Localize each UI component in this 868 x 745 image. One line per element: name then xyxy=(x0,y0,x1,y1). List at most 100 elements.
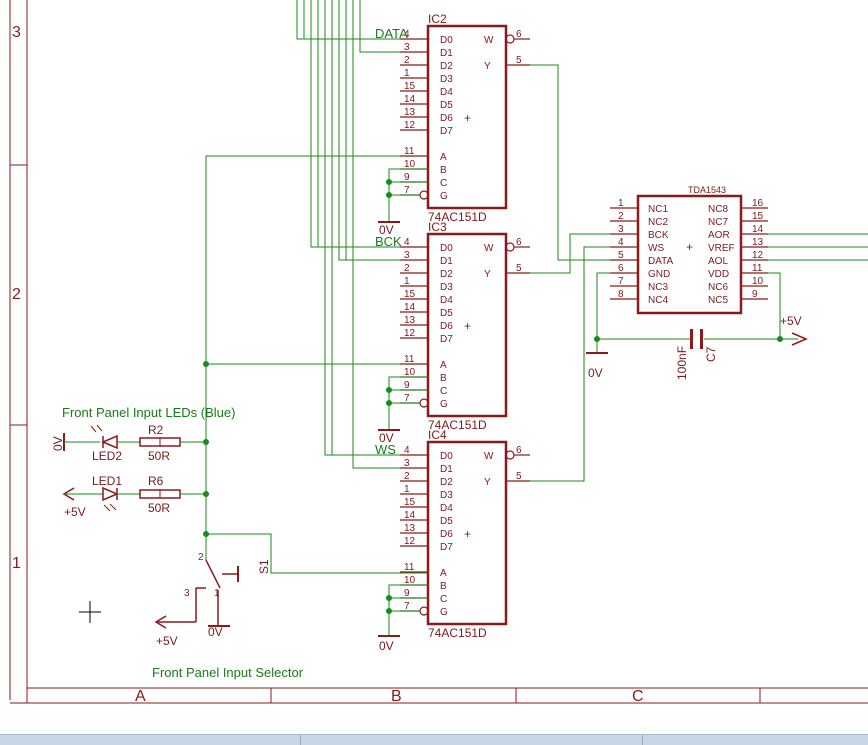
tda1543-symbol[interactable]: TDA1543 + xyxy=(636,185,743,315)
ic-pin-number: 7 xyxy=(404,393,410,404)
ic-pin-number: 7 xyxy=(404,601,410,612)
ic-pin-number: 15 xyxy=(404,497,416,508)
ic-pin-name: G xyxy=(440,399,448,410)
ic-pin-name: G xyxy=(440,191,448,202)
dac-pin-number: 15 xyxy=(752,211,764,222)
status-bar-divider xyxy=(300,735,301,745)
ic-pin-name: A xyxy=(440,360,447,371)
ic-pin-name: W xyxy=(484,451,494,462)
ic-pin-name: D5 xyxy=(440,516,453,527)
dac-pin-number: 3 xyxy=(618,224,624,235)
ic-pin-number: 1 xyxy=(404,68,410,79)
ic-pin-number: 11 xyxy=(404,562,415,573)
ic-pin-name: D1 xyxy=(440,464,453,475)
ic-pin-name: D5 xyxy=(440,308,453,319)
ic-pin-name: D5 xyxy=(440,100,453,111)
ic-control-grounds xyxy=(378,168,428,637)
led-section-note: Front Panel Input LEDs (Blue) xyxy=(62,405,235,420)
select-bus-wires xyxy=(203,155,428,537)
ic-pin-number: 2 xyxy=(404,263,410,274)
ic4-value-label: 74AC151D xyxy=(428,626,487,640)
gnd-label-dac: 0V xyxy=(588,366,603,380)
ic-pin-number: 13 xyxy=(404,107,416,118)
gnd-label-ic3: 0V xyxy=(379,431,394,445)
ic-pin-number: 6 xyxy=(516,237,522,248)
ic-pin-name: D3 xyxy=(440,490,453,501)
ic-pin-number: 13 xyxy=(404,523,416,534)
row-label-1: 1 xyxy=(12,555,21,572)
col-label-c: C xyxy=(632,688,644,705)
dac-pin-number: 9 xyxy=(752,289,758,300)
dac-pin-name: NC3 xyxy=(648,282,668,293)
dac-pin-name: DATA xyxy=(648,256,674,267)
ic-pin-name: D7 xyxy=(440,542,453,553)
dac-pin-name: NC6 xyxy=(708,282,728,293)
gnd-label-switch: 0V xyxy=(208,625,223,639)
net-label-data: DATA xyxy=(375,26,408,41)
ic-pin-name: A xyxy=(440,568,447,579)
gnd-label-led2: 0V xyxy=(51,436,65,451)
ic-pin-number: 4 xyxy=(404,237,410,248)
ic-pin-number: 1 xyxy=(404,276,410,287)
ic-pin-number: 6 xyxy=(516,29,522,40)
ic-pin-name: C xyxy=(440,178,447,189)
tda1543-ref-label: TDA1543 xyxy=(688,185,726,195)
ic-pin-number: 10 xyxy=(404,159,416,170)
ic-pin-number: 14 xyxy=(404,94,416,105)
resistor-r2[interactable] xyxy=(139,437,206,447)
dac-pin-number: 6 xyxy=(618,263,624,274)
dac-pin-number: 7 xyxy=(618,276,624,287)
ic-pin-name: B xyxy=(440,165,447,176)
col-label-b: B xyxy=(391,688,402,705)
dac-pin-name: NC7 xyxy=(708,217,728,228)
ic2-ref-label: IC2 xyxy=(428,12,447,26)
dac-pin-number: 13 xyxy=(752,237,764,248)
ic-origin-mark: + xyxy=(464,319,471,333)
ic-pin-number: 2 xyxy=(404,55,410,66)
row-label-3: 3 xyxy=(12,24,21,41)
ic-pin-number: 3 xyxy=(404,250,410,261)
ic-pin-number: 4 xyxy=(404,29,410,40)
dac-pin-number: 4 xyxy=(618,237,624,248)
switch-s1[interactable] xyxy=(154,533,428,629)
ic-pin-name: D3 xyxy=(440,74,453,85)
ic-origin-mark: + xyxy=(464,111,471,125)
ic-pin-invert xyxy=(505,242,515,252)
ic-pin-name: D6 xyxy=(440,529,453,540)
selector-section-note: Front Panel Input Selector xyxy=(152,665,304,680)
resistor-r6-ref: R6 xyxy=(148,474,164,488)
dac-pin-name: BCK xyxy=(648,230,669,241)
resistor-r6[interactable] xyxy=(139,489,206,499)
ic-pin-number: 5 xyxy=(516,263,522,274)
switch-ref-label: S1 xyxy=(257,559,271,574)
ic-pin-number: 13 xyxy=(404,315,416,326)
ic-pin-name: D4 xyxy=(440,503,453,514)
ic-pin-name: Y xyxy=(484,269,491,280)
ic-pin-name: G xyxy=(440,607,448,618)
ic-origin-mark: + xyxy=(464,527,471,541)
dac-pin-name: NC4 xyxy=(648,295,668,306)
vcc-label-switch: +5V xyxy=(156,634,178,648)
ic-pin-name: D4 xyxy=(440,295,453,306)
capacitor-c7[interactable] xyxy=(690,329,703,349)
dac-pin-name: VDD xyxy=(708,269,729,280)
led1-symbol[interactable] xyxy=(62,486,140,512)
dac-pin-number: 1 xyxy=(618,198,624,209)
dac-pin-number: 2 xyxy=(618,211,624,222)
dac-pin-name: AOR xyxy=(708,230,730,241)
dac-pin-name: NC5 xyxy=(708,295,728,306)
ic-pin-name: C xyxy=(440,594,447,605)
ic-pin-name: D7 xyxy=(440,126,453,137)
led2-ref-label: LED2 xyxy=(92,449,122,463)
gnd-label-ic4: 0V xyxy=(379,639,394,653)
row-label-2: 2 xyxy=(12,286,21,303)
ic-pin-name: D0 xyxy=(440,243,453,254)
dac-pin-name: WS xyxy=(648,243,664,254)
ic3-value-label: 74AC151D xyxy=(428,418,487,432)
ic-pin-name: D2 xyxy=(440,61,453,72)
ic-pin-name: D7 xyxy=(440,334,453,345)
led2-symbol[interactable] xyxy=(63,424,140,451)
ic-pin-name: B xyxy=(440,373,447,384)
ic-pin-number: 9 xyxy=(404,172,410,183)
ic2-value-label: 74AC151D xyxy=(428,210,487,224)
